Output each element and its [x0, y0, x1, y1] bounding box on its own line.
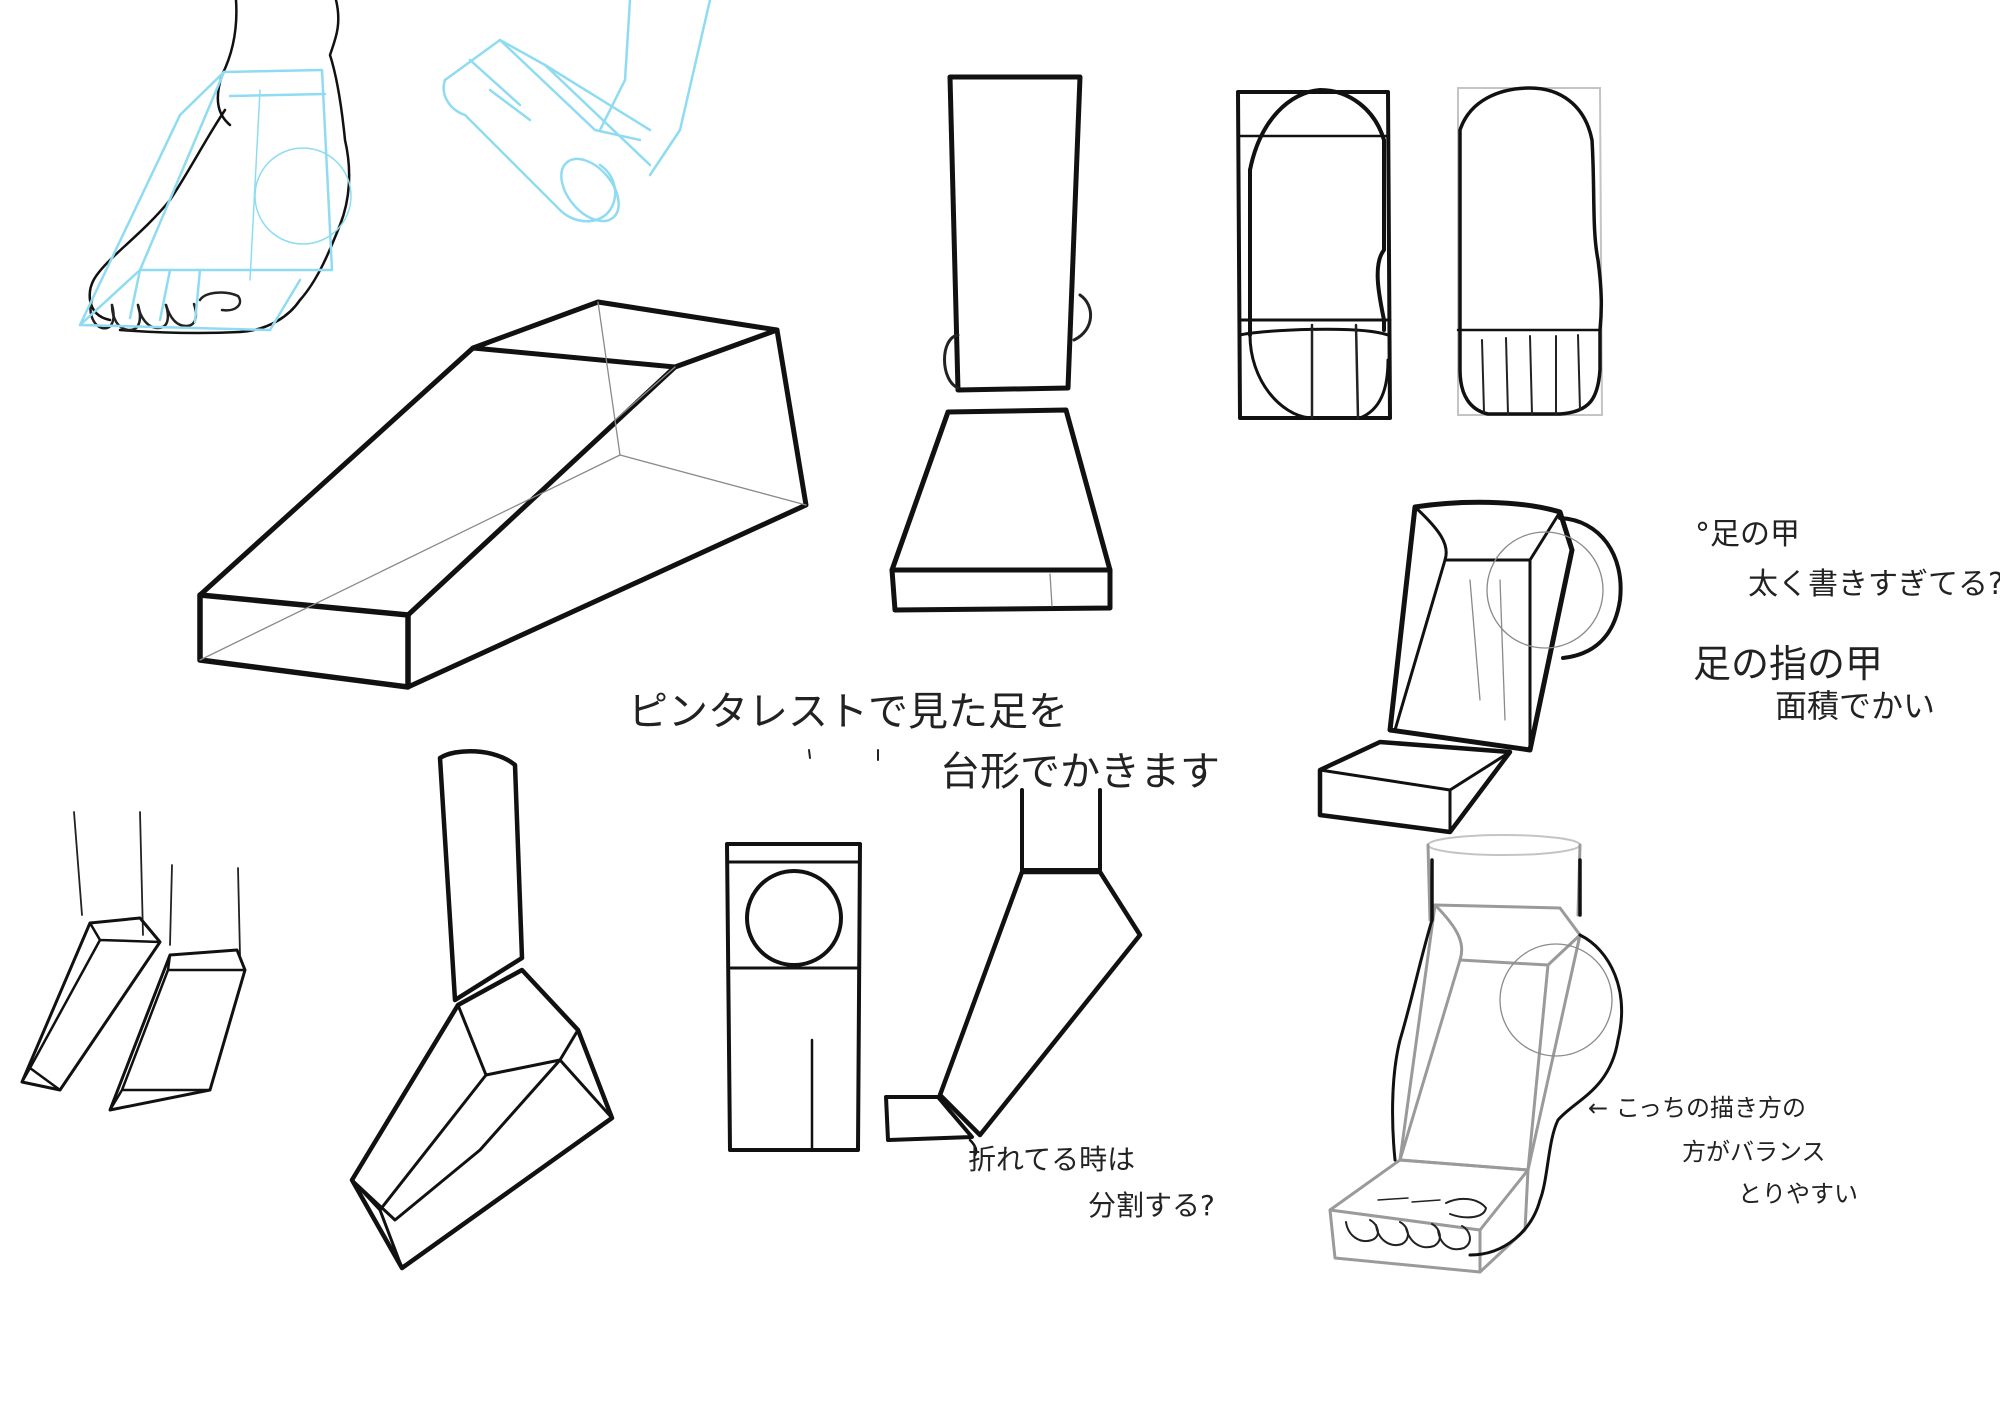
balance-note-line3: とりやすい — [1738, 1180, 1858, 1208]
instep-note-line3: 足の指の甲 — [1693, 642, 1884, 686]
cylinder-leg-bent-foot — [349, 748, 615, 1271]
reference-foot-drawing — [78, 0, 352, 335]
side-view-bent-leg — [884, 788, 1143, 1157]
instep-note-line2: 太く書きすぎてる? — [1748, 567, 2000, 602]
large-wedge-box — [197, 299, 809, 690]
pair-of-feet — [20, 811, 247, 1112]
balance-note-line1: ← こっちの描き方の — [1588, 1094, 1807, 1122]
bend-note-line2: 分割する? — [1088, 1189, 1215, 1222]
front-box-with-circle — [725, 842, 862, 1152]
leg-with-trapezoid-foot — [889, 74, 1113, 613]
pinterest-note-line1: ピンタレストで見た足を — [628, 689, 1068, 735]
bend-note-line1: 折れてる時は — [968, 1143, 1136, 1176]
blue-cylinder-sketch — [442, 0, 712, 223]
front-view-foot-box — [1236, 88, 1392, 420]
front-view-foot-gray — [1456, 86, 1604, 416]
instep-note-line4: 面積でかい — [1775, 687, 1936, 725]
pinterest-note-line2: 台形でかきます — [940, 749, 1220, 795]
instep-note-line1: °足の甲 — [1695, 517, 1800, 552]
balance-note-line2: 方がバランス — [1682, 1138, 1826, 1166]
gray-guided-foot — [1328, 834, 1623, 1274]
tilted-block-foot — [1317, 499, 1623, 835]
